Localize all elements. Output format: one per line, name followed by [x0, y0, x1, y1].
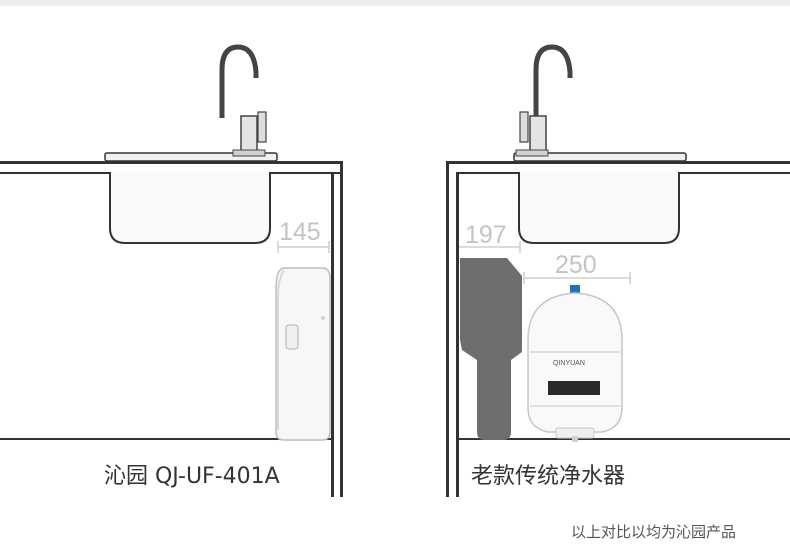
left-sink — [104, 152, 278, 244]
old-filter-unit — [460, 258, 522, 440]
tank-label — [548, 381, 600, 395]
tank-dimension-bracket — [523, 272, 631, 284]
right-countertop — [446, 161, 790, 164]
left-caption: 沁园 QJ-UF-401A — [104, 464, 280, 489]
left-countertop — [0, 161, 340, 164]
tank-brand-label: QINYUAN — [553, 360, 585, 367]
left-cabinet-shelf — [0, 438, 334, 440]
top-band — [0, 0, 790, 6]
tank-blue-cap — [570, 285, 580, 293]
right-cabinet-side — [446, 161, 449, 497]
left-faucet — [219, 44, 267, 157]
right-faucet — [515, 44, 573, 157]
right-caption: 老款传统净水器 — [471, 464, 626, 489]
old-filter-width-label: 197 — [465, 221, 507, 249]
tank-width-label: 250 — [555, 251, 597, 279]
footnote: 以上对比以均为沁园产品 — [571, 523, 737, 541]
right-cabinet-shelf — [456, 438, 790, 440]
pressure-tank — [527, 285, 623, 442]
right-sink — [513, 152, 687, 244]
filter-dimension-bracket — [459, 241, 521, 253]
slim-purifier-width-label: 145 — [279, 218, 321, 246]
left-cabinet-side — [331, 172, 334, 497]
slim-purifier-device — [275, 267, 331, 441]
left-dimension-bracket — [277, 241, 330, 253]
